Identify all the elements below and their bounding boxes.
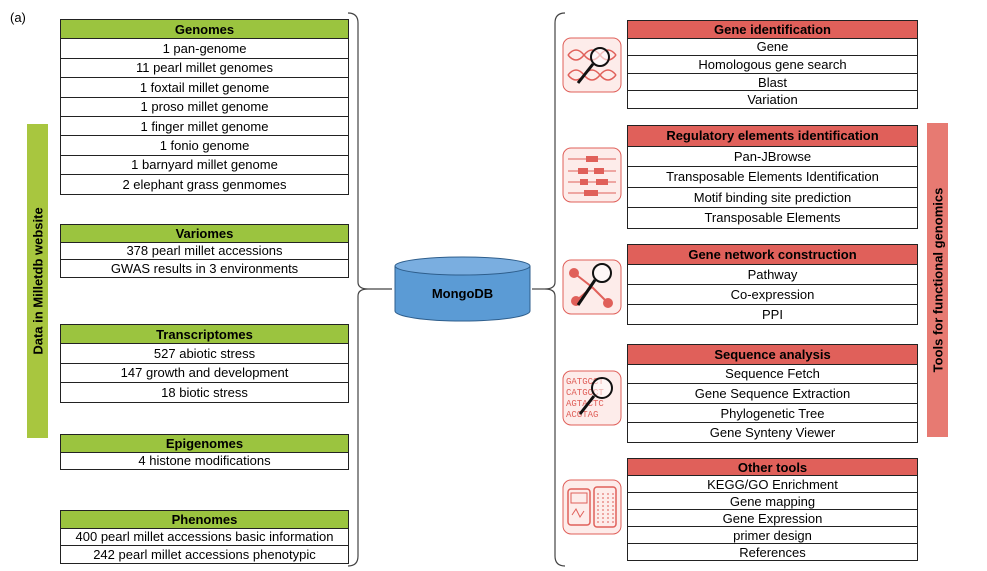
data-item-11-pearl-millet-genomes: 11 pearl millet genomes: [60, 57, 349, 79]
data-item-4-histone-modifications: 4 histone modifications: [60, 451, 349, 470]
data-header-transcriptomes: Transcriptomes: [60, 324, 349, 345]
tool-item-variation[interactable]: Variation: [627, 90, 918, 109]
left-sidebar: Data in Milletdb website: [27, 124, 48, 438]
tool-header-other-tools: Other tools: [627, 458, 918, 476]
gene-track-icon: [562, 147, 622, 203]
data-item-378-pearl-millet-accessions: 378 pearl millet accessions: [60, 241, 349, 260]
data-item-1-fonio-genome: 1 fonio genome: [60, 135, 349, 156]
tool-item-gene[interactable]: Gene: [627, 37, 918, 57]
tool-header-regulatory-elements-identification: Regulatory elements identification: [627, 125, 918, 147]
tool-item-transposable-elements-identification[interactable]: Transposable Elements Identification: [627, 166, 918, 188]
data-item-18-biotic-stress: 18 biotic stress: [60, 382, 349, 403]
mongodb-database: MongoDB: [394, 256, 531, 322]
tool-header-gene-identification: Gene identification: [627, 20, 918, 39]
left-brace: [347, 12, 369, 567]
seq-line-4: ACGTAG: [566, 410, 598, 420]
data-header-genomes: Genomes: [60, 19, 349, 40]
network-magnifier-icon: [562, 259, 622, 315]
sequence-magnifier-icon: GATGCCT CATGCCT AGTACTC ACGTAG: [562, 370, 622, 426]
tool-item-gene-mapping[interactable]: Gene mapping: [627, 492, 918, 510]
seq-line-2: CATGCCT: [566, 388, 604, 398]
tool-item-phylogenetic-tree[interactable]: Phylogenetic Tree: [627, 402, 918, 424]
tool-item-motif-binding-site-prediction[interactable]: Motif binding site prediction: [627, 186, 918, 208]
data-item-242-pearl-millet-accessions-phenotypic: 242 pearl millet accessions phenotypic: [60, 545, 349, 564]
tool-item-ppi[interactable]: PPI: [627, 304, 918, 325]
data-header-epigenomes: Epigenomes: [60, 434, 349, 453]
seq-line-1: GATGCCT: [566, 377, 604, 387]
dna-magnifier-icon: [562, 37, 622, 93]
data-item-1-barnyard-millet-genome: 1 barnyard millet genome: [60, 154, 349, 176]
tool-header-gene-network-construction: Gene network construction: [627, 244, 918, 265]
lab-device-icon: [562, 479, 622, 535]
seq-line-3: AGTACTC: [566, 399, 604, 409]
panel-label: (a): [10, 10, 26, 25]
tool-item-gene-synteny-viewer[interactable]: Gene Synteny Viewer: [627, 422, 918, 443]
tool-item-transposable-elements[interactable]: Transposable Elements: [627, 207, 918, 229]
tool-item-primer-design[interactable]: primer design: [627, 526, 918, 544]
data-item-gwas-results-in-3-environments: GWAS results in 3 environments: [60, 259, 349, 278]
tool-item-references[interactable]: References: [627, 543, 918, 561]
data-item-1-finger-millet-genome: 1 finger millet genome: [60, 116, 349, 137]
tool-item-pan-jbrowse[interactable]: Pan-JBrowse: [627, 145, 918, 167]
data-item-147-growth-and-development: 147 growth and development: [60, 362, 349, 384]
data-header-phenomes: Phenomes: [60, 510, 349, 529]
right-sidebar: Tools for functional genomics: [927, 123, 948, 437]
data-item-1-pan-genome: 1 pan-genome: [60, 38, 349, 59]
mongodb-label: MongoDB: [431, 286, 494, 301]
data-item-2-elephant-grass-genmomes: 2 elephant grass genmomes: [60, 174, 349, 195]
